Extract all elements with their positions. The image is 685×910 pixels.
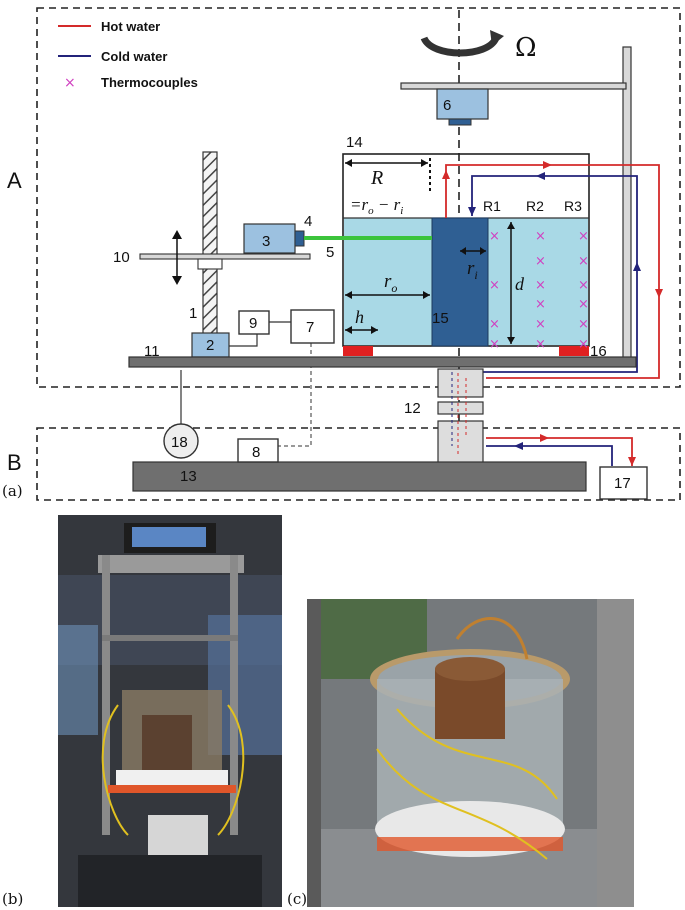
region-a-label: A [7, 168, 22, 193]
part-3: 3 [262, 233, 270, 250]
part-18: 18 [171, 434, 188, 451]
part-13: 13 [180, 468, 197, 485]
panel-label-a: (a) [2, 482, 23, 500]
thermocouple-marker: × [535, 254, 546, 269]
stand-post [623, 47, 631, 360]
thermocouple-marker: × [578, 337, 589, 352]
thermocouple-marker: × [578, 278, 589, 293]
panel-label-c: (c) [287, 890, 307, 908]
thermocouple-marker: × [535, 297, 546, 312]
part-14: 14 [346, 134, 363, 151]
h-symbol: h [355, 307, 364, 327]
part-2: 2 [206, 337, 214, 354]
part-12: 12 [404, 400, 421, 417]
legend-thermo-marker: × [64, 75, 76, 91]
thermocouple-marker: × [535, 317, 546, 332]
part-10: 10 [113, 249, 130, 266]
legend-thermo-label: Thermocouples [101, 75, 198, 90]
heater-left [343, 346, 373, 356]
R-equation: =ro − ri [350, 195, 403, 217]
rotary-joint-lower [438, 421, 483, 463]
schematic-diagram: A B Hot water Cold water × Thermocouples… [0, 0, 685, 505]
slider-arm [140, 254, 310, 259]
panel-label-b: (b) [2, 890, 23, 908]
part-11: 11 [144, 343, 160, 360]
thermocouple-marker: × [578, 254, 589, 269]
R-symbol: R [370, 167, 383, 189]
legend-hot-label: Hot water [101, 19, 160, 34]
part-9: 9 [249, 315, 257, 332]
part-5: 5 [326, 244, 334, 261]
top-arm [401, 83, 626, 89]
column-r3: R3 [564, 198, 582, 214]
part-4: 4 [304, 213, 312, 230]
part-15: 15 [432, 310, 449, 327]
rotary-joint-upper [438, 369, 483, 397]
table-13 [133, 462, 586, 491]
thermocouple-marker: × [535, 229, 546, 244]
thermocouple-marker: × [489, 278, 500, 293]
photo-b-illustration [58, 515, 282, 907]
legend-cold-label: Cold water [101, 49, 167, 64]
part-8: 8 [252, 444, 260, 461]
thermocouple-marker: × [535, 278, 546, 293]
column-r2: R2 [526, 198, 544, 214]
thermocouple-marker: × [535, 337, 546, 352]
part-17: 17 [614, 475, 631, 492]
part-1: 1 [189, 305, 197, 322]
d-symbol: d [515, 274, 525, 294]
column-r1: R1 [483, 198, 501, 214]
part-7: 7 [306, 319, 314, 336]
photo-c-tank [307, 599, 634, 907]
rotation-arrow-icon [424, 38, 496, 53]
thermocouple-marker: × [578, 229, 589, 244]
part-6: 6 [443, 97, 451, 114]
base-plate-11 [129, 357, 636, 367]
region-b-label: B [7, 450, 22, 475]
thermocouple-marker: × [578, 317, 589, 332]
thermocouple-marker: × [489, 317, 500, 332]
photo-b-apparatus [58, 515, 282, 907]
omega-label: Ω [515, 33, 537, 63]
threaded-rod [203, 152, 217, 336]
photo-c-illustration [307, 599, 634, 907]
thermocouple-marker: × [578, 297, 589, 312]
thermocouple-marker: × [489, 337, 500, 352]
thermocouple-marker: × [489, 229, 500, 244]
